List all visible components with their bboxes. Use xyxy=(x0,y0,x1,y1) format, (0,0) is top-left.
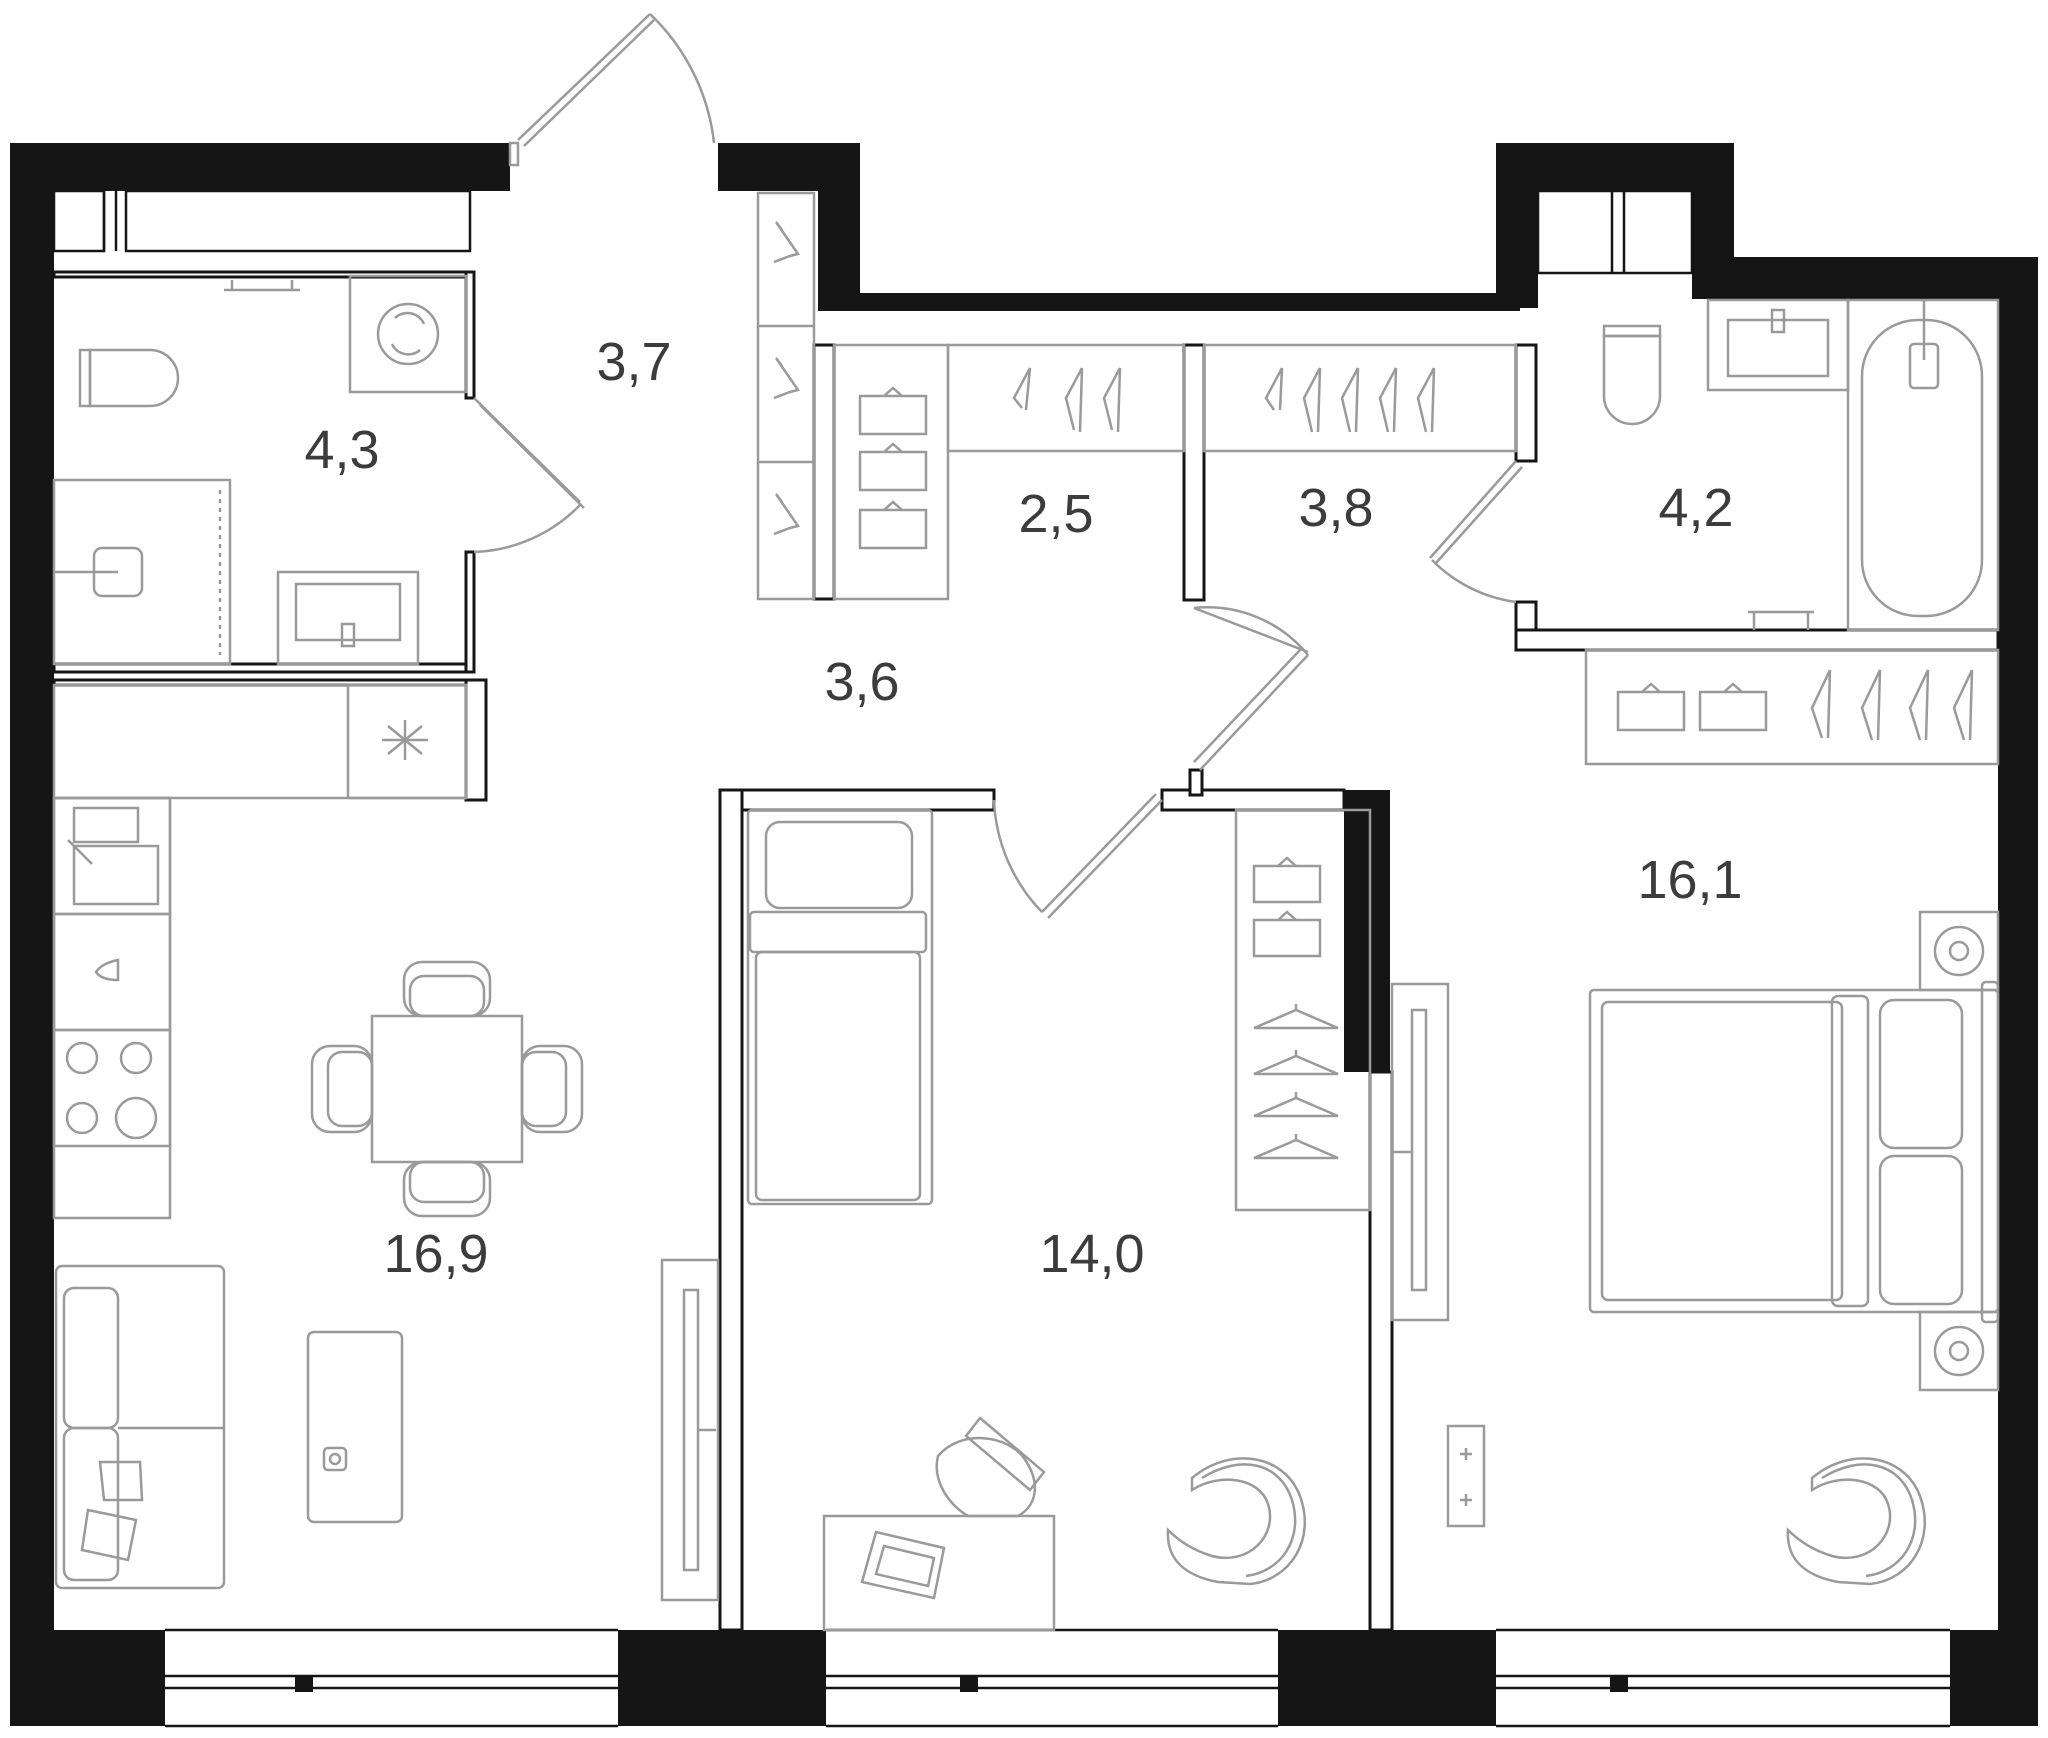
entry-closet xyxy=(756,191,816,601)
area-label-wardrobe: 2,5 xyxy=(1018,484,1093,544)
nightstand-top xyxy=(1918,910,2000,992)
sofa xyxy=(54,1264,226,1590)
tv-left xyxy=(660,1258,720,1602)
window-right xyxy=(1496,1628,1950,1728)
area-label-bathroom-left: 4,3 xyxy=(304,420,379,480)
window-top-left xyxy=(52,189,472,253)
bathtub-right xyxy=(1846,298,2000,632)
towel-rail-right xyxy=(1748,610,1814,630)
toilet-right xyxy=(1602,324,1662,426)
area-label-bathroom-right: 4,2 xyxy=(1658,478,1733,538)
towel-rail-left xyxy=(224,280,300,292)
ottoman xyxy=(306,1330,404,1524)
exterior-walls xyxy=(10,143,2038,1726)
nightstand-bottom xyxy=(1918,1310,2000,1392)
bathroom-right-door[interactable] xyxy=(1429,460,1523,604)
entrance-door[interactable] xyxy=(508,13,726,167)
bedroom-door[interactable] xyxy=(992,793,1163,919)
sink-left xyxy=(276,570,420,666)
bathroom-left-door[interactable] xyxy=(473,397,585,554)
interior-walls xyxy=(52,270,2000,1632)
hall-wardrobe xyxy=(1202,343,1518,453)
area-label-corridor: 3,6 xyxy=(824,652,899,712)
shower-left xyxy=(52,478,232,666)
dining-table xyxy=(310,960,584,1218)
master-wardrobe xyxy=(1584,648,2000,766)
hall-door[interactable] xyxy=(1193,606,1309,771)
double-bed xyxy=(1588,980,2000,1324)
desk xyxy=(822,1514,1056,1632)
tv-right xyxy=(1390,982,1450,1322)
sink-right xyxy=(1706,298,1850,392)
area-labels: 4,3 3,7 2,5 3,8 4,2 3,6 16,1 16,9 14,0 xyxy=(304,332,1742,1284)
desk-chair xyxy=(935,1416,1046,1518)
window-middle xyxy=(826,1628,1296,1728)
single-bed xyxy=(746,808,934,1206)
window-top-right xyxy=(1536,189,1694,275)
kitchen-counter xyxy=(52,683,468,800)
area-label-master-bedroom: 16,1 xyxy=(1637,850,1742,910)
kitchen-unit xyxy=(52,796,172,1220)
area-label-hall-upper: 3,8 xyxy=(1298,478,1373,538)
bedroom-wardrobe xyxy=(1234,808,1372,1212)
window-left xyxy=(165,1628,618,1728)
area-label-bedroom: 14,0 xyxy=(1039,1224,1144,1284)
toilet-left xyxy=(78,348,180,408)
armchair-right xyxy=(1786,1457,1926,1586)
radiator-right xyxy=(1446,1424,1486,1528)
armchair-bedroom xyxy=(1166,1457,1306,1586)
area-label-entrance: 3,7 xyxy=(596,332,671,392)
washing-machine-left xyxy=(348,274,468,394)
area-label-kitchen-living: 16,9 xyxy=(383,1224,488,1284)
wardrobe-shelves xyxy=(832,343,1186,601)
